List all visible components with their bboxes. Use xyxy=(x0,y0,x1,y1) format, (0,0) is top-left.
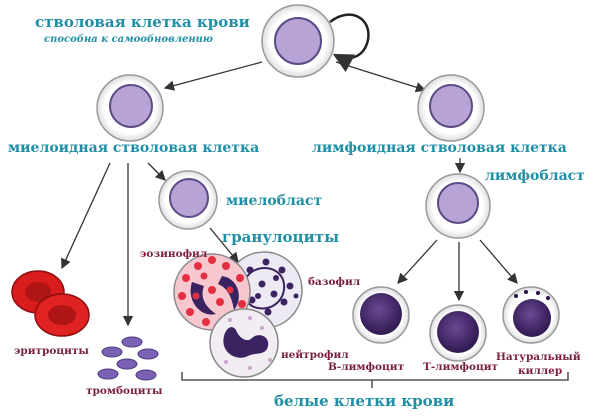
t-lymphocyte-cell xyxy=(429,304,487,362)
eosinophil-label: эозинофил xyxy=(140,248,208,260)
myeloid-label: миелоидная стволовая клетка xyxy=(8,140,260,156)
arrow-myeloblast-to-granulocytes xyxy=(209,227,239,264)
t-lymphocyte-label: Т-лимфоцит xyxy=(423,361,499,373)
thrombocytes-cells xyxy=(97,336,159,381)
lymphoid-label: лимфоидная стволовая клетка xyxy=(312,140,567,156)
arrow-stem-to-myeloid xyxy=(163,61,263,91)
myeloblast-cell xyxy=(158,170,218,230)
arrow-stem-to-lymphoid xyxy=(335,61,427,93)
neutrophil-cell xyxy=(209,308,279,378)
nk-label-line2: киллер xyxy=(518,365,563,377)
arrow-lymphoblast-to-b xyxy=(397,239,438,284)
myeloblast-label: миелобласт xyxy=(226,193,323,209)
arrow-myeloid-to-myeloblast xyxy=(147,162,166,181)
arrow-myeloid-to-erythrocytes xyxy=(61,162,111,270)
neutrophil-label: нейтрофил xyxy=(281,349,349,361)
arrow-lymphoblast-to-nk xyxy=(479,239,518,284)
stem-cell xyxy=(261,4,335,78)
myeloid-stem-cell xyxy=(96,74,164,142)
self-renewal-label: способна к самообновлению xyxy=(44,34,213,45)
lymphoblast-label: лимфобласт xyxy=(485,168,585,184)
erythrocytes-label: эритроциты xyxy=(14,345,89,357)
white-cells-label: белые клетки крови xyxy=(274,392,455,410)
lymphoblast-cell xyxy=(425,173,491,239)
nk-label-line1: Натуральный xyxy=(496,351,581,363)
thrombocytes-label: тромбоциты xyxy=(86,385,163,397)
b-lymphocyte-label: В-лимфоцит xyxy=(328,361,405,373)
stem-cell-label: стволовая клетка крови xyxy=(35,13,250,31)
white-cells-bracket xyxy=(181,372,569,381)
granulocytes-label: гранулоциты xyxy=(222,228,340,246)
nk-cell xyxy=(502,286,560,344)
self-renewal-arrow xyxy=(329,13,370,73)
lymphoid-stem-cell xyxy=(417,74,485,142)
erythrocytes-cells xyxy=(11,270,90,337)
b-lymphocyte-cell xyxy=(352,286,410,344)
basophil-label: базофил xyxy=(308,276,361,288)
